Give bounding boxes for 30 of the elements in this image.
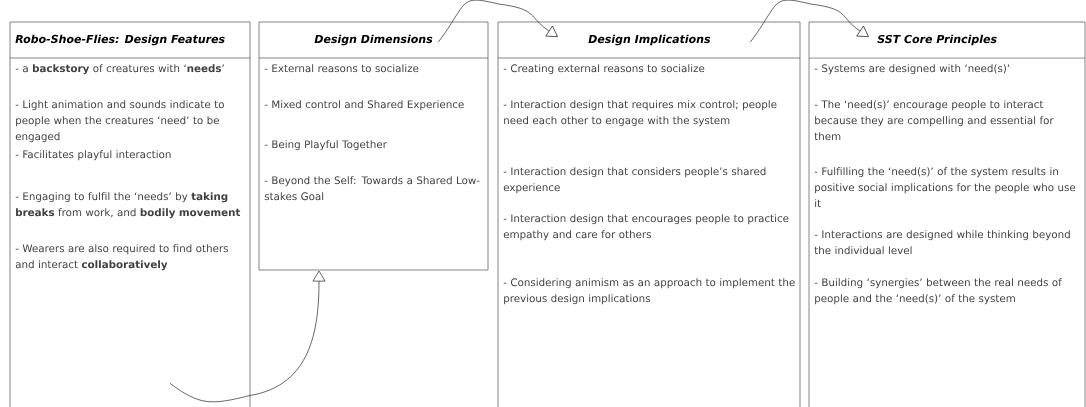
- bullet-text: - Systems are designed with ‘need(s)’: [814, 64, 1010, 75]
- bullet-text: - Fulfilling the ‘need(s)’ of the system results in positive social implications for the people who use it: [814, 167, 1076, 207]
- curved-arrow: [438, 0, 558, 43]
- bullet-text: - Interactions are designed while thinking beyond the individual level: [814, 230, 1070, 255]
- curved-arrow: [169, 270, 326, 403]
- bullet-text: - Engaging to fulfil the ‘needs’ by taking breaks from work, and bodily movement: [15, 192, 241, 219]
- bullet-text: - Building ‘synergies’ between the real needs of people and the ‘need(s)’ of the system: [814, 278, 1062, 305]
- curved-arrow: [750, 0, 869, 43]
- bullet-text: - a backstory of creatures with ‘needs’: [15, 64, 224, 75]
- bullet-text: - Considering animism as an approach to implement the previous design implications: [503, 278, 795, 305]
- bullet-text: - Mixed control and Shared Experience: [264, 100, 464, 111]
- column-box: [808, 21, 1086, 407]
- bullet-text: - Creating external reasons to socialize: [503, 64, 705, 75]
- bullet-text: - Being Playful Together: [264, 140, 387, 151]
- bullet-text: - The ‘need(s)’ encourage people to interact because they are compelling and essential for them: [814, 100, 1054, 141]
- column-heading: Design Implications: [588, 34, 711, 46]
- bullet-text: - Interaction design that requires mix control; people need each other to engage with the system: [503, 100, 777, 127]
- column-box: [9, 21, 251, 407]
- bullet-text: - Interaction design that considers people’s shared experience: [503, 167, 766, 194]
- column-heading: Robo-Shoe-Flies: Design Features: [15, 34, 225, 46]
- bullet-text: - Wearers are also required to find others and interact collaboratively: [15, 244, 228, 271]
- column-box: [258, 21, 489, 271]
- bullet-text: - Facilitates playful interaction: [15, 150, 171, 161]
- bullet-text: - Light animation and sounds indicate to people when the creatures ‘need’ to be engaged: [15, 100, 224, 143]
- column-heading: SST Core Principles: [877, 34, 997, 46]
- column-heading: Design Dimensions: [314, 34, 433, 46]
- bullet-text: - External reasons to socialize: [264, 64, 419, 73]
- column-box: [497, 21, 801, 407]
- bullet-text: - Interaction design that encourages people to practice empathy and care for others: [503, 214, 789, 241]
- bullet-text: - Beyond the Self: Towards a Shared Low-stakes Goal: [264, 176, 480, 201]
